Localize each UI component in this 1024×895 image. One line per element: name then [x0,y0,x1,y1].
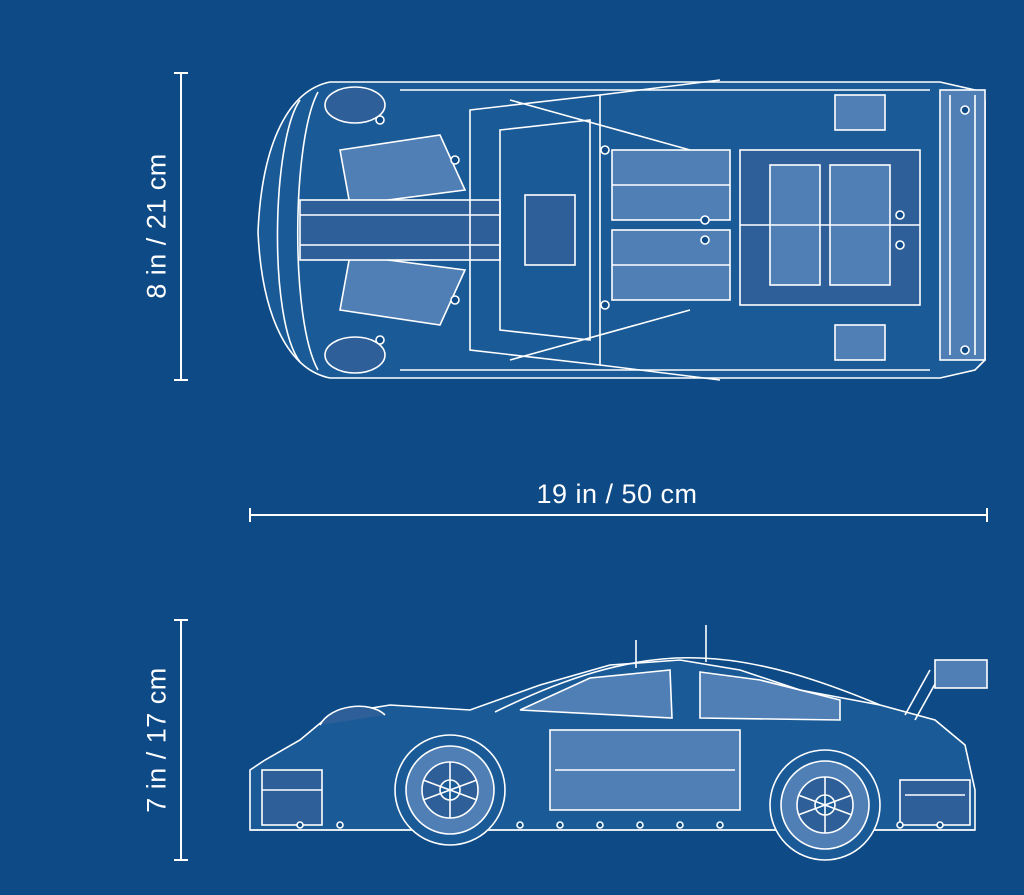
dimension-line-width [249,508,988,522]
dimension-line-side-height [174,619,188,861]
car-top-view [257,79,986,381]
side-height-dimension-label: 7 in / 17 cm [141,667,172,813]
width-dimension-label: 19 in / 50 cm [536,479,698,509]
car-side-view [249,625,988,861]
top-height-dimension-label: 8 in / 21 cm [141,153,172,299]
dimension-line-top-height [174,72,188,381]
